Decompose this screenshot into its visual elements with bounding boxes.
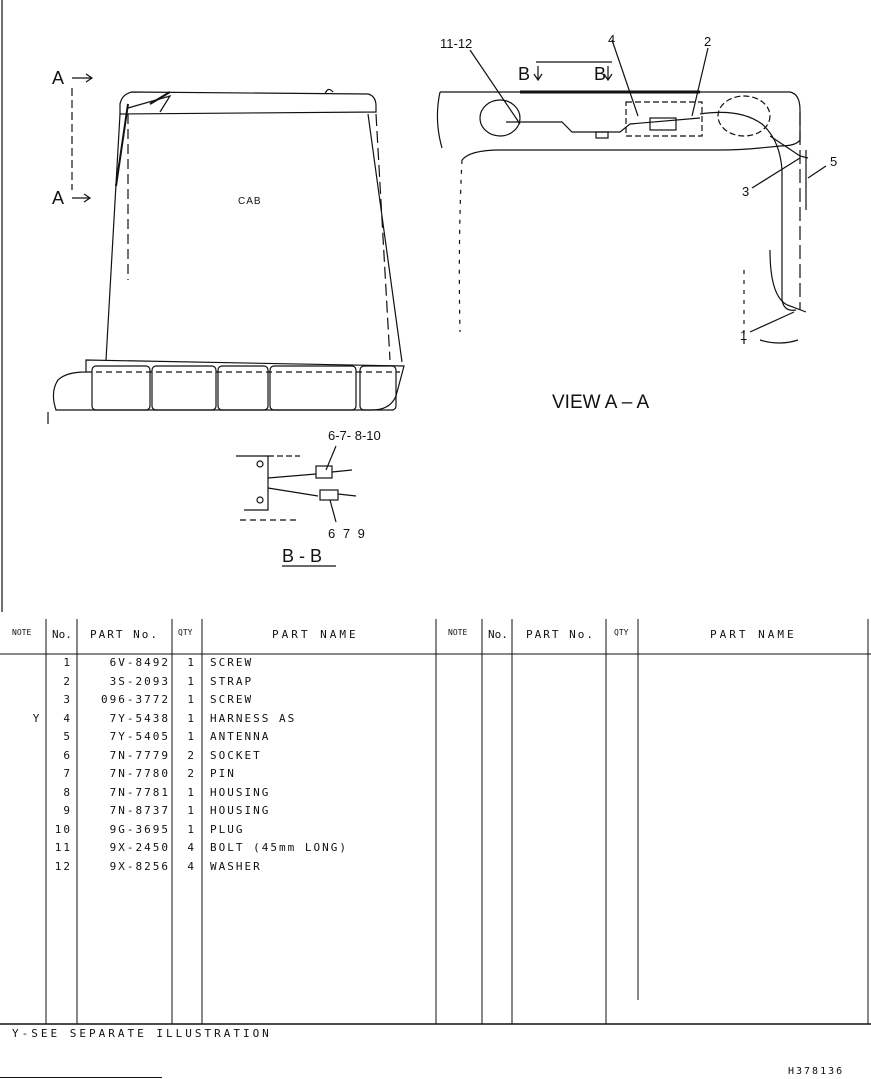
cab-side-view <box>47 73 405 424</box>
cell-part-name: SCREW <box>210 656 254 669</box>
table-row: 9 7N-8737 1 HOUSING <box>0 804 436 822</box>
header-note-right: NOTE <box>448 628 468 637</box>
header-no: No. <box>52 628 72 641</box>
cell-qty: 1 <box>187 822 196 836</box>
section-mark-a-top: A <box>52 68 65 88</box>
cell-qty: 4 <box>187 841 196 854</box>
table-row: Y 4 7Y-5438 1 HARNESS AS <box>0 712 436 730</box>
cell-no: 8 <box>63 785 72 799</box>
cell-part-name: BOLT (45mm LONG) <box>210 841 348 854</box>
section-mark-b-right: B <box>594 64 607 84</box>
cell-no: 5 <box>63 730 72 743</box>
table-row: 2 3S-2093 1 STRAP <box>0 675 436 693</box>
cell-no: 4 <box>63 711 72 725</box>
illustration-ref-number: H378136 <box>788 1066 845 1077</box>
cell-qty: 1 <box>187 785 196 799</box>
cell-no: 1 <box>63 656 72 669</box>
callout-1: 1 <box>740 328 748 343</box>
cell-no: 6 <box>63 748 72 762</box>
cell-no: 2 <box>63 674 72 688</box>
section-b-b <box>236 445 357 567</box>
cell-part-no: 6V-8492 <box>109 656 170 669</box>
table-row: 1 6V-8492 1 SCREW <box>0 656 436 674</box>
section-mark-b-left: B <box>518 64 531 84</box>
callout-6-7-8-10: 6-7- 8-10 <box>328 428 381 443</box>
cell-no: 9 <box>63 804 72 817</box>
cell-qty: 2 <box>187 748 196 762</box>
cell-part-name: SCREW <box>210 693 254 706</box>
cell-part-no: 7Y-5405 <box>109 730 170 743</box>
cell-part-no: 7N-8737 <box>109 804 170 817</box>
header-part-name: PART NAME <box>272 628 359 641</box>
cell-no: 12 <box>54 859 72 873</box>
header-qty: QTY <box>178 628 193 637</box>
cell-part-no: 7N-7779 <box>109 748 170 762</box>
callout-2: 2 <box>704 34 712 49</box>
table-row: 11 9X-2450 4 BOLT (45mm LONG) <box>0 841 436 859</box>
cell-part-no: 3S-2093 <box>109 674 170 688</box>
header-part-no: PART No. <box>90 628 159 641</box>
table-row: 12 9X-8256 4 WASHER <box>0 860 436 878</box>
table-row: 6 7N-7779 2 SOCKET <box>0 749 436 767</box>
header-part-no-right: PART No. <box>526 628 595 641</box>
bottom-rule <box>0 1077 162 1078</box>
cell-qty: 1 <box>187 693 196 706</box>
cell-no: 11 <box>54 841 72 854</box>
section-mark-a-bottom: A <box>52 188 65 208</box>
callout-11-12: 11-12 <box>440 36 473 51</box>
parts-table-grid <box>0 619 871 1025</box>
cell-part-name: SOCKET <box>210 748 262 762</box>
footer-note: Y-SEE SEPARATE ILLUSTRATION <box>12 1027 272 1040</box>
table-row: 10 9G-3695 1 PLUG <box>0 823 436 841</box>
cell-part-name: STRAP <box>210 674 254 688</box>
cell-part-no: 9G-3695 <box>109 822 170 836</box>
callout-4: 4 <box>608 32 616 47</box>
table-row: 3 096-3772 1 SCREW <box>0 693 436 711</box>
illustration <box>1 0 827 612</box>
cell-part-name: PIN <box>210 767 236 780</box>
cell-qty: 4 <box>187 859 196 873</box>
cab-label: CAB <box>238 196 262 207</box>
cell-part-no: 7Y-5438 <box>109 711 170 725</box>
table-row: 7 7N-7780 2 PIN <box>0 767 436 785</box>
cell-part-name: PLUG <box>210 822 245 836</box>
header-note: NOTE <box>12 628 32 637</box>
cell-part-name: HOUSING <box>210 804 271 817</box>
cell-part-no: 7N-7780 <box>109 767 170 780</box>
cell-qty: 1 <box>187 804 196 817</box>
table-row: 8 7N-7781 1 HOUSING <box>0 786 436 804</box>
cell-qty: 2 <box>187 767 196 780</box>
cell-part-no: 9X-2450 <box>109 841 170 854</box>
cell-qty: 1 <box>187 674 196 688</box>
cell-part-name: WASHER <box>210 859 262 873</box>
callout-3: 3 <box>742 184 750 199</box>
cell-part-no: 7N-7781 <box>109 785 170 799</box>
cell-part-no: 9X-8256 <box>109 859 170 873</box>
header-part-name-right: PART NAME <box>710 628 797 641</box>
cell-no: 10 <box>54 822 72 836</box>
cell-part-name: ANTENNA <box>210 730 271 743</box>
cell-part-name: HOUSING <box>210 785 271 799</box>
table-row: 5 7Y-5405 1 ANTENNA <box>0 730 436 748</box>
cell-qty: 1 <box>187 730 196 743</box>
callout-5: 5 <box>830 154 838 169</box>
header-qty-right: QTY <box>614 628 629 637</box>
section-title: B - B <box>282 546 323 566</box>
view-a-a <box>436 39 827 350</box>
callout-6-7-9: 6 7 9 <box>328 526 367 541</box>
cell-part-name: HARNESS AS <box>210 711 297 725</box>
cell-qty: 1 <box>187 656 196 669</box>
cell-no: 7 <box>63 767 72 780</box>
cell-no: 3 <box>63 693 72 706</box>
view-title: VIEW A – A <box>552 392 650 413</box>
cell-note: Y <box>32 711 42 725</box>
cell-qty: 1 <box>187 711 196 725</box>
header-no-right: No. <box>488 628 508 641</box>
cell-part-no: 096-3772 <box>101 693 170 706</box>
